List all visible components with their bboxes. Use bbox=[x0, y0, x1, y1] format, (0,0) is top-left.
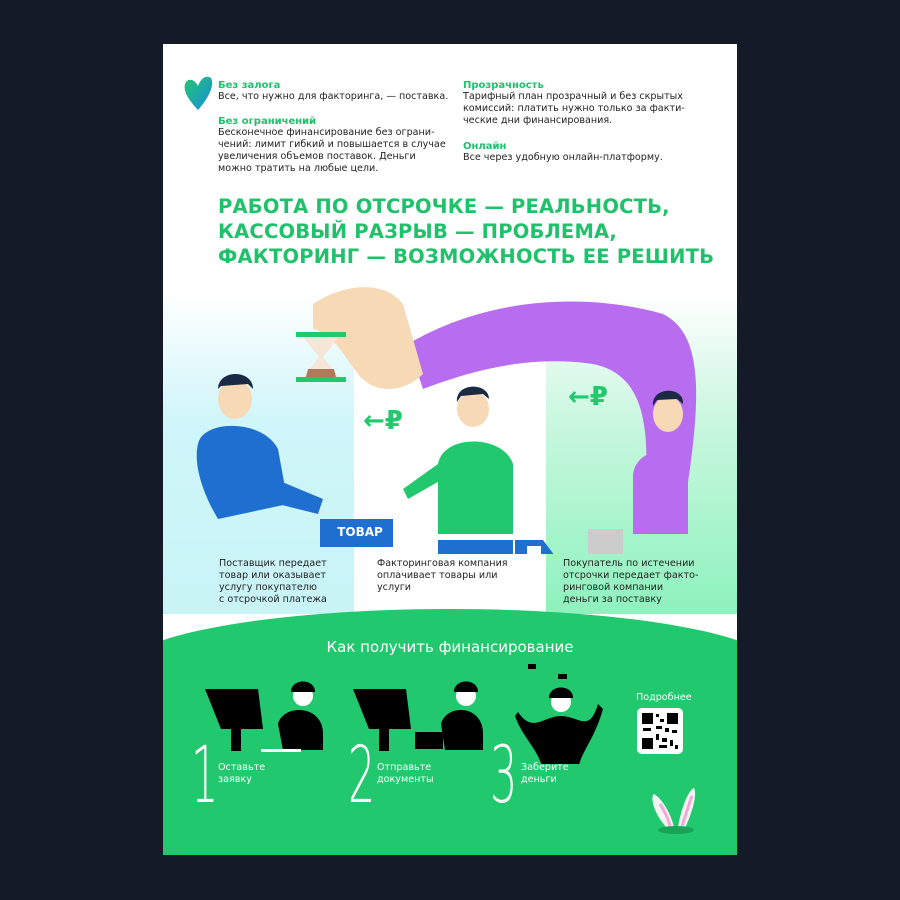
headline-line: ФАКТОРИНГ — ВОЗМОЖНОСТЬ ЕЕ РЕШИТЬ bbox=[218, 245, 715, 268]
factor-person bbox=[403, 386, 513, 534]
step-text: Оставьте заявку bbox=[218, 762, 266, 785]
computer-person-1 bbox=[205, 681, 323, 752]
buyer-person bbox=[633, 390, 688, 534]
qr-code[interactable] bbox=[637, 708, 683, 754]
feature-online: Онлайн Все через удобную онлайн-платформ… bbox=[463, 141, 723, 164]
heart-logo-icon bbox=[184, 76, 213, 110]
step-number: 2 bbox=[348, 731, 376, 821]
feature-text: Все через удобную онлайн-платформу. bbox=[463, 152, 663, 163]
headline-line: КАССОВЫЙ РАЗРЫВ — ПРОБЛЕМА, bbox=[218, 220, 617, 243]
step-number: 1 bbox=[191, 731, 219, 821]
feature-transparency: Прозрачность Тарифный план прозрачный и … bbox=[463, 80, 723, 127]
factoring-illustration bbox=[196, 287, 697, 554]
ruble-arrow-icon: ←₽ bbox=[568, 382, 608, 412]
computer-person-2 bbox=[353, 681, 483, 751]
feature-text: Бесконечное финансирование без ограни- ч… bbox=[218, 127, 446, 174]
feature-no-limits: Без ограничений Бесконечное финансирован… bbox=[218, 116, 458, 175]
how-to-title: Как получить финансирование bbox=[326, 638, 574, 656]
headline: РАБОТА ПО ОТСРОЧКЕ — РЕАЛЬНОСТЬ, КАССОВЫ… bbox=[218, 194, 714, 269]
ruble-arrow-icon: ←₽ bbox=[363, 406, 403, 436]
feature-title: Прозрачность bbox=[463, 80, 544, 91]
feature-text: Все, что нужно для факторинга, — поставк… bbox=[218, 91, 449, 102]
scheme-step-supplier: Поставщик передает товар или оказывает у… bbox=[219, 558, 327, 605]
money-person-3 bbox=[515, 664, 603, 764]
supplier-person bbox=[196, 374, 323, 519]
step-text: Заберите деньги bbox=[521, 762, 569, 785]
headline-line: РАБОТА ПО ОТСРОЧКЕ — РЕАЛЬНОСТЬ, bbox=[218, 195, 670, 218]
scheme-step-factor: Факторинговая компания оплачивает товары… bbox=[377, 558, 508, 593]
feature-no-collateral: Без залога Все, что нужно для факторинга… bbox=[218, 80, 458, 103]
feature-title: Онлайн bbox=[463, 141, 507, 152]
steps-illustration bbox=[205, 664, 603, 764]
bunny-ears-icon bbox=[652, 788, 696, 834]
feature-text: Тарифный план прозрачный и без скрытых к… bbox=[463, 91, 685, 126]
poster: Без залога Все, что нужно для факторинга… bbox=[163, 44, 737, 855]
more-label: Подробнее bbox=[636, 692, 692, 703]
feature-title: Без залога bbox=[218, 80, 281, 91]
hourglass-icon bbox=[296, 332, 346, 382]
feature-title: Без ограничений bbox=[218, 116, 317, 127]
hand bbox=[313, 287, 423, 389]
step-number: 3 bbox=[490, 731, 518, 821]
step-text: Отправьте документы bbox=[377, 762, 434, 785]
scheme-step-buyer: Покупатель по истечении отсрочки передае… bbox=[563, 558, 699, 605]
goods-box-label: ТОВАР bbox=[337, 525, 383, 539]
truck bbox=[438, 540, 554, 554]
purple-sleeve bbox=[408, 301, 697, 514]
factory-icon bbox=[588, 529, 623, 554]
goods-box bbox=[320, 519, 393, 547]
